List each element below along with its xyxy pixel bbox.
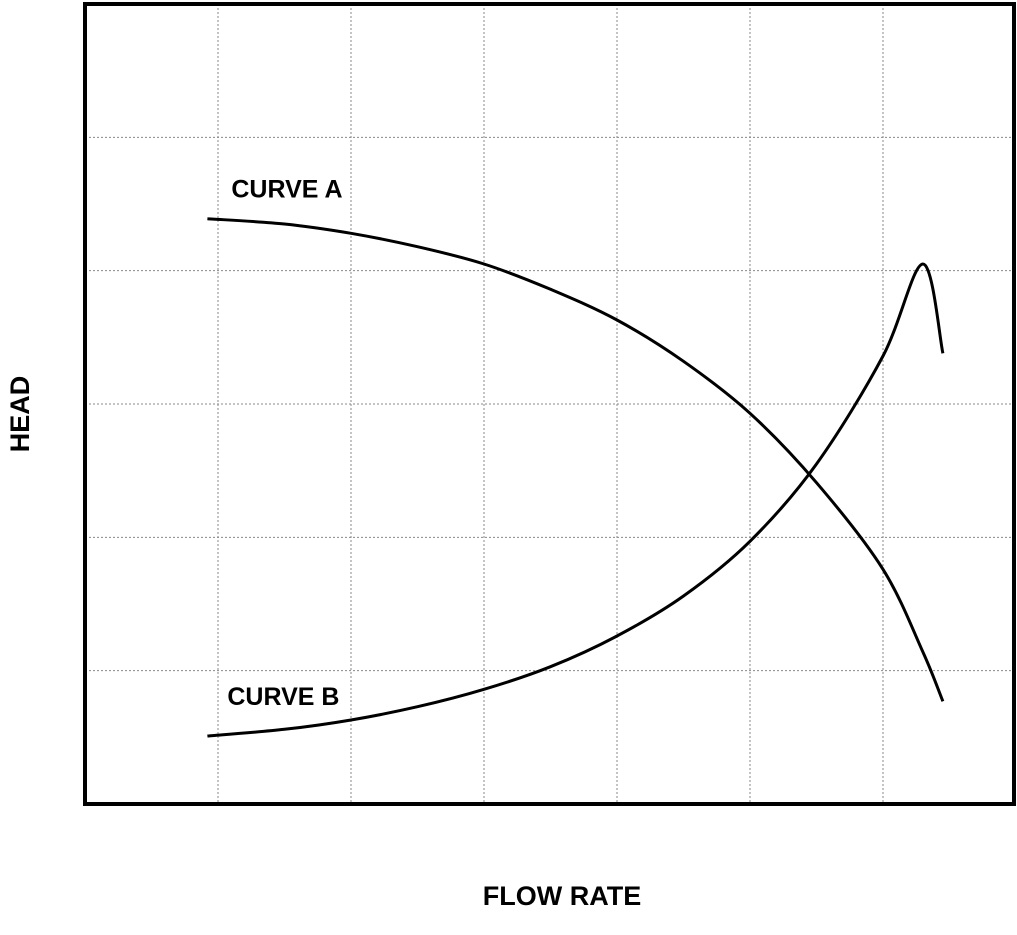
plot-frame [83,2,1016,806]
grid-lines [85,4,1014,804]
curve-b-line [207,262,945,738]
curve-b-label: CURVE B [227,683,339,711]
y-axis-title: HEAD [5,376,35,453]
curve-labels: CURVE A CURVE B [227,176,342,711]
curves [207,217,945,738]
curve-a-line [207,217,945,702]
x-axis-title: FLOW RATE [483,881,641,911]
curve-a-label: CURVE A [231,176,342,204]
